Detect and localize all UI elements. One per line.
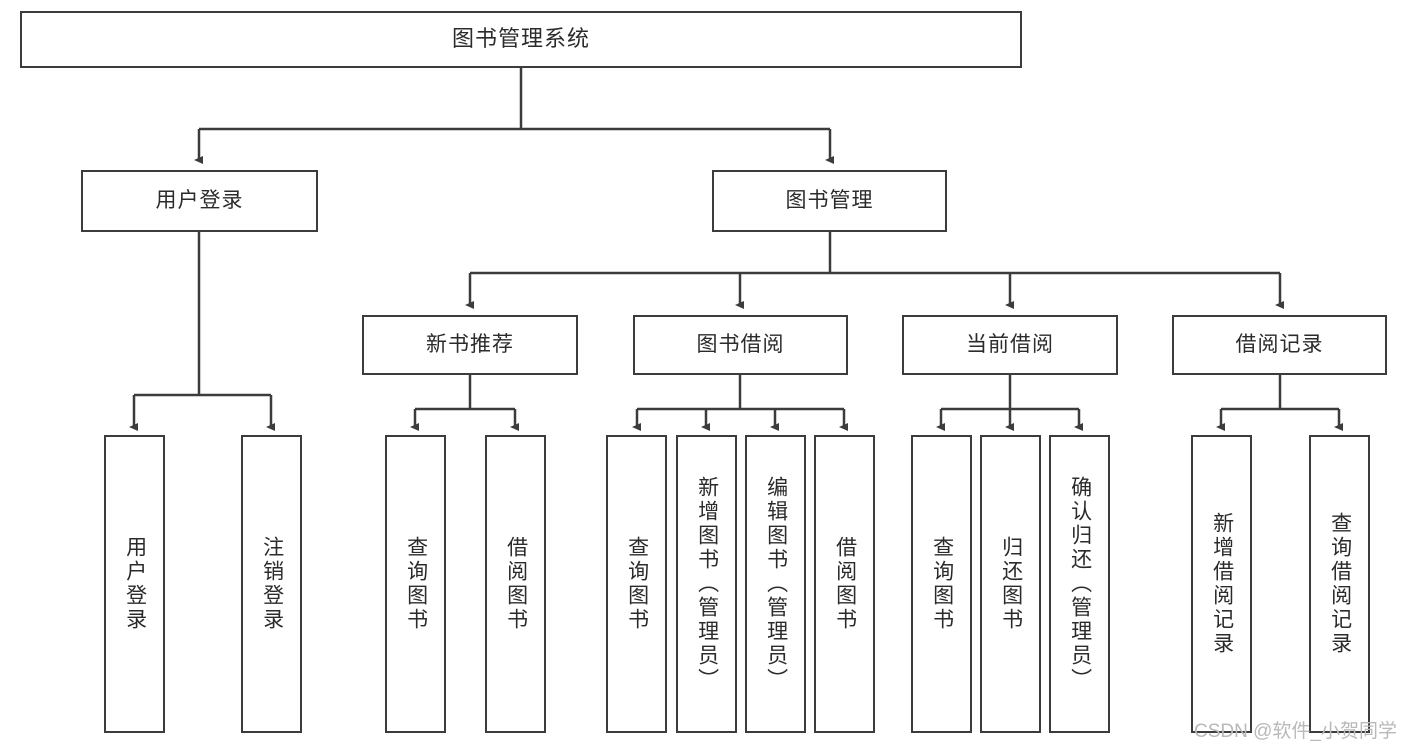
node-new-book-recommend[interactable]: 新书推荐 [362,315,578,375]
node-root-book-management-system[interactable]: 图书管理系统 [20,11,1022,68]
leaf-book-borrow-edit-book-admin[interactable]: 编辑图书（管理员） [745,435,806,733]
leaf-borrow-record-add-record[interactable]: 新增借阅记录 [1191,435,1252,733]
leaf-new-book-borrow-book[interactable]: 借阅图书 [485,435,546,733]
node-label: 当前借阅 [966,333,1054,357]
leaf-book-borrow-query-book[interactable]: 查询图书 [606,435,667,733]
node-borrow-record[interactable]: 借阅记录 [1172,315,1387,375]
node-book-management[interactable]: 图书管理 [712,170,947,232]
leaf-user-login-login[interactable]: 用户登录 [104,435,165,733]
leaf-label: 编辑图书（管理员） [764,476,788,692]
node-label: 借阅记录 [1235,333,1324,357]
leaf-new-book-query-book[interactable]: 查询图书 [385,435,446,733]
node-label: 图书管理 [785,189,874,213]
node-book-borrow[interactable]: 图书借阅 [633,315,848,375]
leaf-current-borrow-query-book[interactable]: 查询图书 [911,435,972,733]
leaf-borrow-record-query-record[interactable]: 查询借阅记录 [1309,435,1370,733]
leaf-label: 归还图书 [999,536,1023,632]
node-label: 用户登录 [155,189,244,213]
leaf-label: 查询图书 [930,536,954,632]
leaf-label: 新增图书（管理员） [695,476,719,692]
node-label: 图书借阅 [696,333,785,357]
leaf-label: 新增借阅记录 [1210,512,1234,656]
leaf-label: 用户登录 [123,536,147,632]
leaf-label: 确认归还（管理员） [1068,476,1092,692]
leaf-book-borrow-borrow-book[interactable]: 借阅图书 [814,435,875,733]
node-label: 新书推荐 [426,333,514,357]
leaf-label: 借阅图书 [833,536,857,632]
leaf-label: 查询借阅记录 [1328,512,1352,656]
node-user-login[interactable]: 用户登录 [81,170,318,232]
leaf-label: 查询图书 [404,536,428,632]
node-current-borrow[interactable]: 当前借阅 [902,315,1118,375]
leaf-user-login-logout[interactable]: 注销登录 [241,435,302,733]
leaf-current-borrow-confirm-return-admin[interactable]: 确认归还（管理员） [1049,435,1110,733]
node-label: 图书管理系统 [451,26,590,52]
leaf-current-borrow-return-book[interactable]: 归还图书 [980,435,1041,733]
leaf-label: 借阅图书 [504,536,528,632]
leaf-book-borrow-add-book-admin[interactable]: 新增图书（管理员） [676,435,737,733]
leaf-label: 注销登录 [260,536,284,632]
leaf-label: 查询图书 [625,536,649,632]
